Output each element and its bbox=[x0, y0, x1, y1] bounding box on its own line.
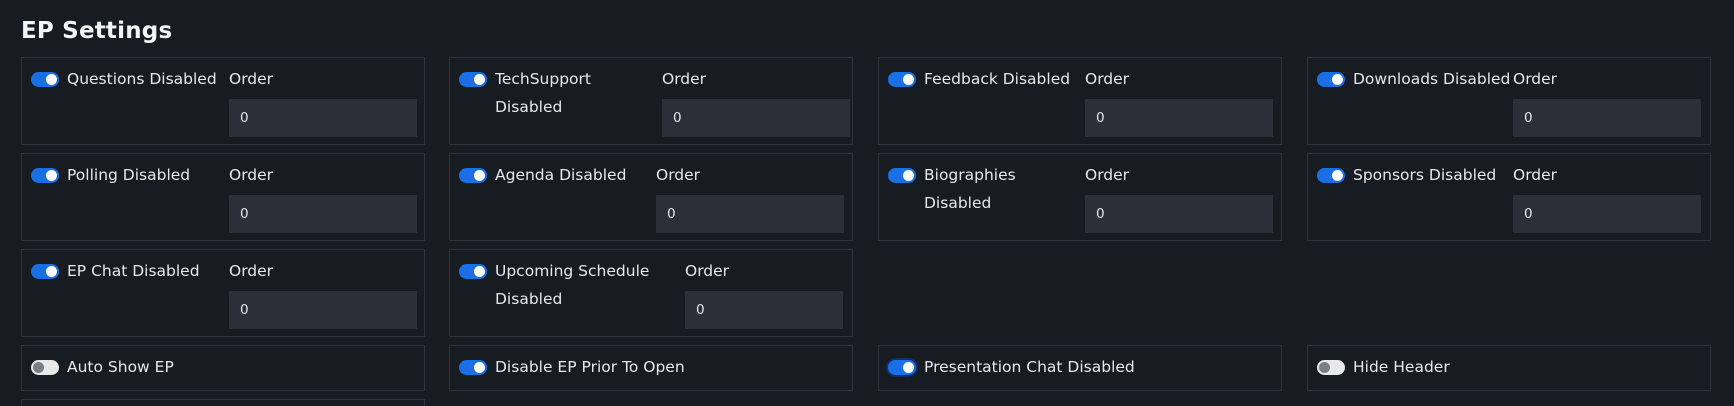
setting-card-techsupport: TechSupport Disabled Order bbox=[449, 57, 853, 145]
toggle-knob bbox=[46, 74, 57, 85]
order-label: Order bbox=[1513, 70, 1558, 88]
biographies-disabled-toggle[interactable] bbox=[888, 168, 916, 183]
toggle-knob bbox=[903, 170, 914, 181]
order-label: Order bbox=[229, 166, 274, 184]
setting-card-partial bbox=[21, 399, 425, 406]
sponsors-order-input[interactable] bbox=[1513, 195, 1701, 233]
toggle-knob bbox=[46, 266, 57, 277]
upcoming-schedule-order-input[interactable] bbox=[685, 291, 843, 329]
order-label: Order bbox=[1085, 70, 1130, 88]
polling-disabled-toggle[interactable] bbox=[31, 168, 59, 183]
presentation-chat-disabled-label: Presentation Chat Disabled bbox=[924, 358, 1135, 376]
questions-order-input[interactable] bbox=[229, 99, 417, 137]
ep-chat-disabled-label: EP Chat Disabled bbox=[67, 262, 200, 280]
presentation-chat-disabled-toggle[interactable] bbox=[888, 360, 916, 375]
setting-card-biographies: Biographies Disabled Order bbox=[878, 153, 1282, 241]
setting-card-ep-chat: EP Chat Disabled Order bbox=[21, 249, 425, 337]
setting-card-auto-show-ep: Auto Show EP bbox=[21, 345, 425, 391]
downloads-order-input[interactable] bbox=[1513, 99, 1701, 137]
upcoming-schedule-disabled-toggle[interactable] bbox=[459, 264, 487, 279]
questions-disabled-label: Questions Disabled bbox=[67, 70, 217, 88]
order-label: Order bbox=[1085, 166, 1130, 184]
order-label: Order bbox=[229, 70, 274, 88]
hide-header-toggle[interactable] bbox=[1317, 360, 1345, 375]
upcoming-schedule-disabled-label-line1: Upcoming Schedule bbox=[495, 262, 650, 280]
toggle-knob bbox=[33, 362, 44, 373]
downloads-disabled-label: Downloads Disabled bbox=[1353, 70, 1511, 88]
setting-card-agenda: Agenda Disabled Order bbox=[449, 153, 853, 241]
biographies-disabled-label-line1: Biographies bbox=[924, 166, 1016, 184]
techsupport-disabled-label-line2: Disabled bbox=[495, 98, 563, 116]
toggle-knob bbox=[903, 74, 914, 85]
polling-order-input[interactable] bbox=[229, 195, 417, 233]
setting-card-sponsors: Sponsors Disabled Order bbox=[1307, 153, 1711, 241]
sponsors-disabled-toggle[interactable] bbox=[1317, 168, 1345, 183]
toggle-knob bbox=[46, 170, 57, 181]
toggle-knob bbox=[1332, 74, 1343, 85]
ep-chat-disabled-toggle[interactable] bbox=[31, 264, 59, 279]
setting-card-questions: Questions Disabled Order bbox=[21, 57, 425, 145]
techsupport-disabled-toggle[interactable] bbox=[459, 72, 487, 87]
biographies-order-input[interactable] bbox=[1085, 195, 1273, 233]
setting-card-presentation-chat: Presentation Chat Disabled bbox=[878, 345, 1282, 391]
feedback-disabled-toggle[interactable] bbox=[888, 72, 916, 87]
order-label: Order bbox=[1513, 166, 1558, 184]
polling-disabled-label: Polling Disabled bbox=[67, 166, 191, 184]
setting-card-polling: Polling Disabled Order bbox=[21, 153, 425, 241]
order-label: Order bbox=[656, 166, 701, 184]
toggle-knob bbox=[1332, 170, 1343, 181]
techsupport-order-input[interactable] bbox=[662, 99, 850, 137]
toggle-knob bbox=[474, 362, 485, 373]
auto-show-ep-toggle[interactable] bbox=[31, 360, 59, 375]
order-label: Order bbox=[685, 262, 730, 280]
downloads-disabled-toggle[interactable] bbox=[1317, 72, 1345, 87]
toggle-knob bbox=[474, 266, 485, 277]
page-title: EP Settings bbox=[21, 18, 173, 44]
disable-ep-prior-to-open-label: Disable EP Prior To Open bbox=[495, 358, 685, 376]
disable-ep-prior-to-open-toggle[interactable] bbox=[459, 360, 487, 375]
questions-disabled-toggle[interactable] bbox=[31, 72, 59, 87]
agenda-disabled-label: Agenda Disabled bbox=[495, 166, 627, 184]
feedback-order-input[interactable] bbox=[1085, 99, 1273, 137]
setting-card-feedback: Feedback Disabled Order bbox=[878, 57, 1282, 145]
toggle-knob bbox=[903, 362, 914, 373]
biographies-disabled-label-line2: Disabled bbox=[924, 194, 992, 212]
ep-chat-order-input[interactable] bbox=[229, 291, 417, 329]
hide-header-label: Hide Header bbox=[1353, 358, 1450, 376]
setting-card-hide-header: Hide Header bbox=[1307, 345, 1711, 391]
feedback-disabled-label: Feedback Disabled bbox=[924, 70, 1071, 88]
setting-card-disable-ep-prior: Disable EP Prior To Open bbox=[449, 345, 853, 391]
auto-show-ep-label: Auto Show EP bbox=[67, 358, 174, 376]
agenda-order-input[interactable] bbox=[656, 195, 844, 233]
toggle-knob bbox=[1319, 362, 1330, 373]
toggle-knob bbox=[474, 74, 485, 85]
agenda-disabled-toggle[interactable] bbox=[459, 168, 487, 183]
order-label: Order bbox=[229, 262, 274, 280]
techsupport-disabled-label-line1: TechSupport bbox=[495, 70, 591, 88]
sponsors-disabled-label: Sponsors Disabled bbox=[1353, 166, 1497, 184]
setting-card-upcoming-schedule: Upcoming Schedule Disabled Order bbox=[449, 249, 853, 337]
upcoming-schedule-disabled-label-line2: Disabled bbox=[495, 290, 563, 308]
setting-card-downloads: Downloads Disabled Order bbox=[1307, 57, 1711, 145]
toggle-knob bbox=[474, 170, 485, 181]
order-label: Order bbox=[662, 70, 707, 88]
